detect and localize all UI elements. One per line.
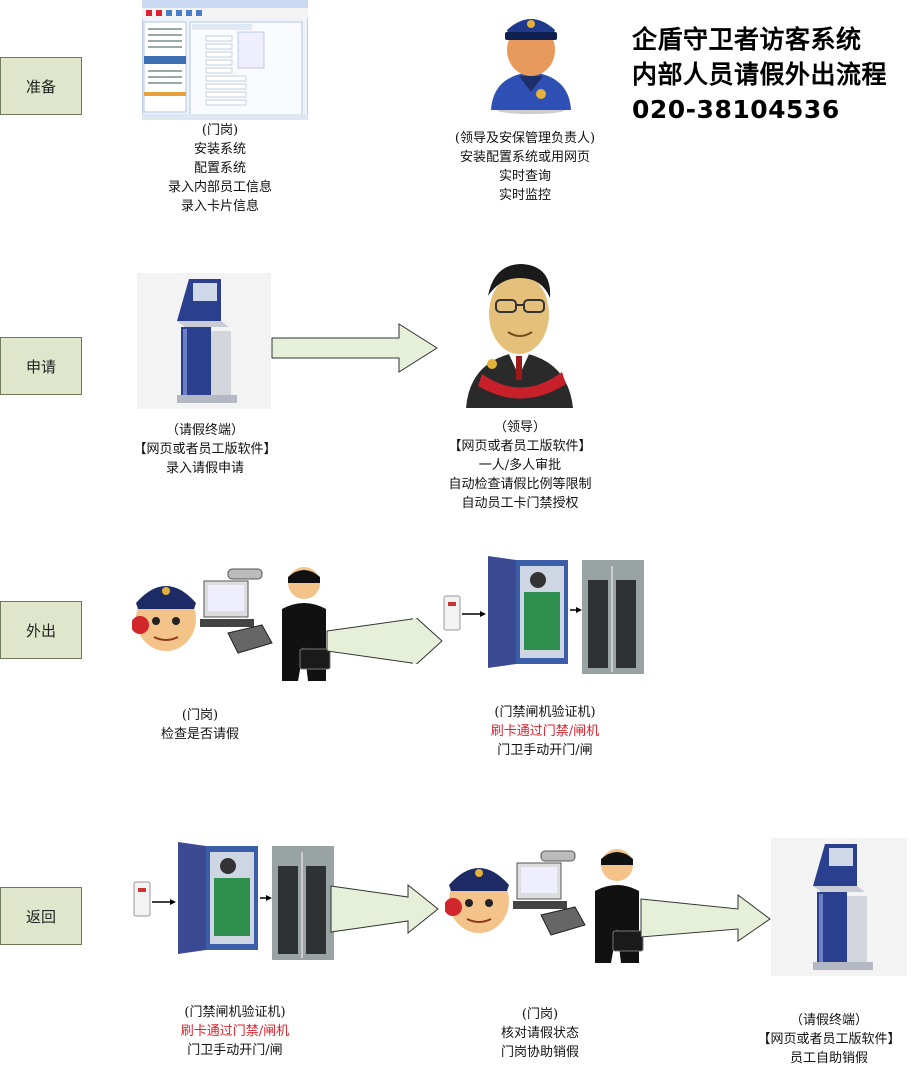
stage-label: 申请 — [25, 357, 56, 376]
title-line-1: 企盾守卫者访客系统 — [632, 25, 862, 54]
caption-line: 【网页或者员工版软件】 — [133, 442, 277, 457]
caption-line: 门卫手动开门/闸 — [187, 1043, 283, 1058]
caption-return-access: (门禁闸机验证机) 刷卡通过门禁/闸机 门卫手动开门/闸 — [160, 1003, 310, 1060]
caption-line: 员工自助销假 — [789, 1051, 868, 1066]
software-screenshot-icon — [142, 0, 308, 120]
stage-label: 准备 — [25, 77, 56, 96]
caption-return-gate: (门岗) 核对请假状态 门岗协助销假 — [480, 1005, 600, 1062]
caption-line: 录入卡片信息 — [180, 199, 259, 214]
caption-line: 自动检查请假比例等限制 — [448, 477, 592, 492]
page-title: 企盾守卫者访客系统 内部人员请假外出流程 020-38104536 — [632, 22, 887, 127]
caption-prep-leader: (领导及安保管理负责人) 安装配置系统或用网页 实时查询 实时监控 — [420, 129, 630, 205]
flow-arrow — [640, 894, 771, 942]
caption-line: 录入请假申请 — [165, 461, 244, 476]
caption-line: 检查是否请假 — [160, 727, 239, 742]
caption-line: 自动员工卡门禁授权 — [461, 496, 579, 511]
caption-apply-terminal: （请假终端） 【网页或者员工版软件】 录入请假申请 — [110, 421, 300, 478]
stage-label: 外出 — [25, 621, 56, 640]
caption-line: 安装系统 — [193, 142, 246, 157]
stage-prepare: 准备 — [0, 57, 82, 115]
title-line-2: 内部人员请假外出流程 — [632, 60, 888, 89]
caption-line: 实时监控 — [498, 188, 551, 203]
caption-line: (门禁闸机验证机) — [184, 1005, 286, 1020]
access-controller-icon — [443, 556, 644, 674]
caption-line: （请假终端） — [789, 1013, 868, 1028]
title-line-3: 020-38104536 — [632, 95, 840, 124]
stage-return: 返回 — [0, 887, 82, 945]
kiosk-terminal-icon — [137, 273, 271, 409]
caption-line: 门卫手动开门/闸 — [497, 743, 593, 758]
caption-line: 核对请假状态 — [500, 1026, 579, 1041]
guard-desk-icon — [445, 849, 644, 963]
caption-line: 录入内部员工信息 — [167, 180, 272, 195]
caption-return-terminal: （请假终端） 【网页或者员工版软件】 员工自助销假 — [740, 1011, 918, 1068]
flow-arrow — [326, 618, 443, 664]
stage-label: 返回 — [25, 907, 56, 926]
caption-line: 安装配置系统或用网页 — [459, 150, 590, 165]
caption-line-highlight: 刷卡通过门禁/闸机 — [490, 724, 600, 739]
caption-line: (门岗) — [521, 1007, 559, 1022]
caption-out-gate: (门岗) 检查是否请假 — [150, 706, 250, 744]
caption-line: （请假终端） — [165, 423, 244, 438]
access-controller-icon — [133, 842, 334, 960]
stage-out: 外出 — [0, 601, 82, 659]
caption-line: （领导） — [493, 420, 546, 435]
leader-avatar-icon — [466, 264, 573, 408]
caption-line-highlight: 刷卡通过门禁/闸机 — [180, 1024, 290, 1039]
caption-line: (门禁闸机验证机) — [494, 705, 596, 720]
caption-out-access: (门禁闸机验证机) 刷卡通过门禁/闸机 门卫手动开门/闸 — [470, 703, 620, 760]
caption-line: 配置系统 — [193, 161, 246, 176]
caption-apply-leader: （领导） 【网页或者员工版软件】 一人/多人审批 自动检查请假比例等限制 自动员… — [420, 418, 620, 513]
caption-line: (门岗) — [201, 123, 239, 138]
security-officer-icon — [491, 19, 571, 114]
caption-line: 实时查询 — [498, 169, 551, 184]
flow-arrow — [271, 323, 438, 373]
caption-line: 【网页或者员工版软件】 — [757, 1032, 901, 1047]
flow-arrow — [330, 883, 439, 935]
caption-line: 门岗协助销假 — [500, 1045, 579, 1060]
kiosk-terminal-icon — [771, 838, 907, 976]
caption-line: 一人/多人审批 — [478, 458, 562, 473]
guard-desk-icon — [132, 567, 331, 681]
caption-line: (门岗) — [181, 708, 219, 723]
caption-line: (领导及安保管理负责人) — [454, 131, 596, 146]
stage-apply: 申请 — [0, 337, 82, 395]
caption-line: 【网页或者员工版软件】 — [448, 439, 592, 454]
caption-prep-gate: (门岗) 安装系统 配置系统 录入内部员工信息 录入卡片信息 — [140, 121, 300, 216]
